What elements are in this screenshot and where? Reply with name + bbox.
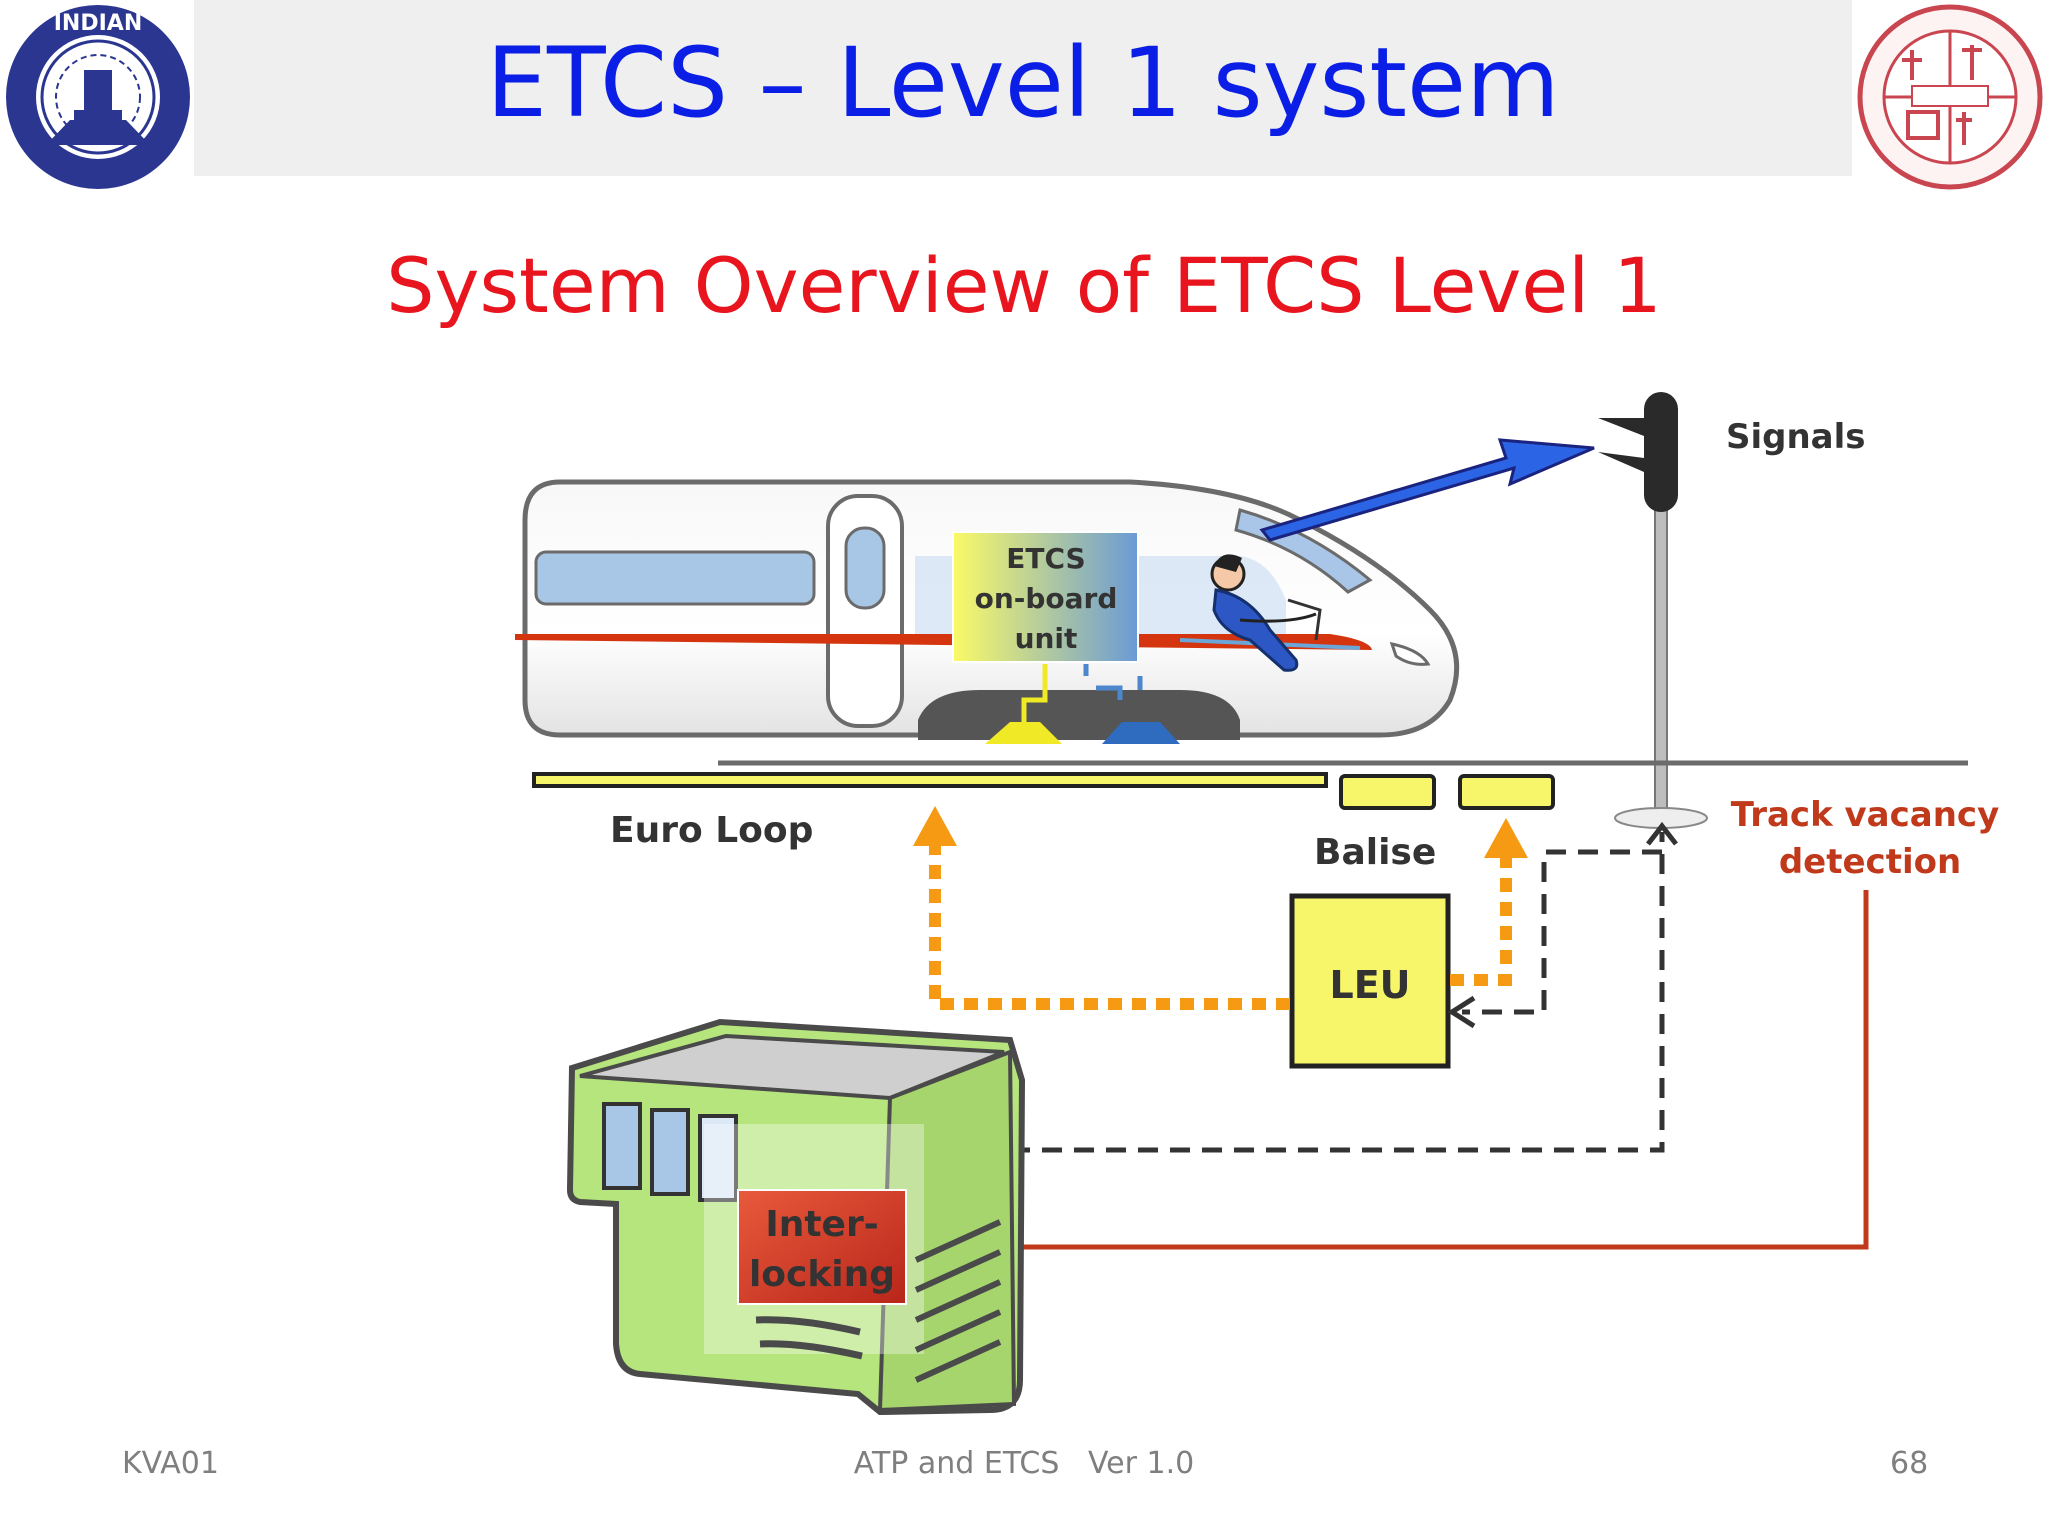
driver-figure xyxy=(1210,554,1322,672)
orange-arrow-balise xyxy=(1484,818,1528,858)
orange-arrow-euro-loop xyxy=(913,806,957,846)
leu-box xyxy=(1289,893,1451,1069)
leu-label: LEU xyxy=(1329,963,1410,1007)
onboard-unit-line3: unit xyxy=(1015,622,1078,655)
interlocking-line1: Inter- xyxy=(765,1204,878,1245)
svg-text:INDIAN: INDIAN xyxy=(54,11,142,36)
interlocking-line2: locking xyxy=(749,1254,895,1295)
arrowhead-leu xyxy=(1447,995,1476,1029)
footer-title: ATP and ETCS Ver 1.0 xyxy=(853,1446,1195,1481)
euro-loop xyxy=(532,772,1328,788)
balise-label: Balise xyxy=(1314,832,1436,873)
indian-railways-logo: INDIAN xyxy=(6,5,190,189)
balise-2 xyxy=(1458,774,1555,810)
interlocking-label-box xyxy=(737,1189,907,1305)
orange-data-links xyxy=(929,846,1512,1010)
onboard-unit-box xyxy=(952,531,1139,663)
signal-view-arrow xyxy=(1259,438,1595,542)
iriset-logo xyxy=(1857,4,2043,190)
signals-label: Signals xyxy=(1726,417,1866,457)
black-dashed-links xyxy=(1010,832,1665,1153)
track-vacancy-line2: detection xyxy=(1779,842,1961,882)
signal xyxy=(1598,392,1708,829)
slide-subtitle: System Overview of ETCS Level 1 xyxy=(386,241,1662,330)
onboard-unit-line1: ETCS xyxy=(1006,542,1085,575)
arrowhead-signal xyxy=(1646,821,1678,846)
onboard-unit-line2: on-board xyxy=(975,582,1118,615)
euro-loop-label: Euro Loop xyxy=(610,810,813,851)
balise-1 xyxy=(1339,774,1436,810)
page-number: 68 xyxy=(1890,1446,1929,1481)
track-vacancy-line1: Track vacancy xyxy=(1731,795,2000,835)
slide-title: ETCS – Level 1 system xyxy=(486,27,1560,139)
header-band xyxy=(194,0,1852,176)
footer-code: KVA01 xyxy=(122,1446,219,1481)
track-vacancy-line xyxy=(906,890,1869,1250)
